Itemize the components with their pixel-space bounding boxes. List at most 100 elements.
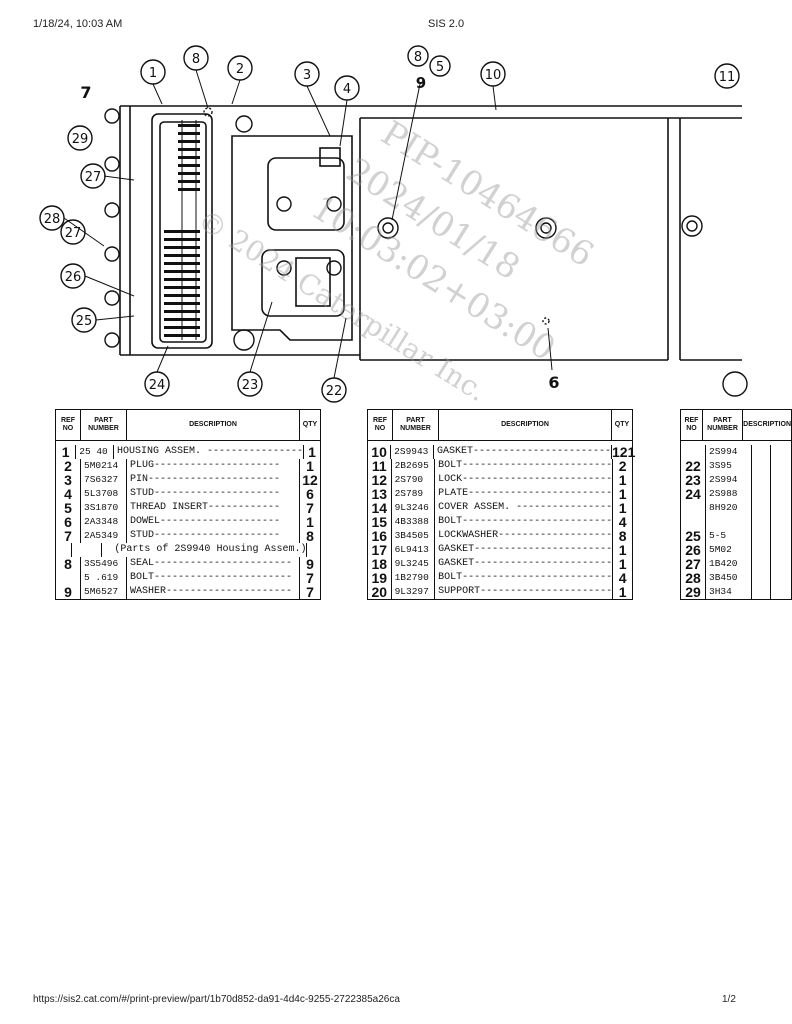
ref-cell: 28	[681, 571, 706, 585]
qty-cell: 12	[302, 472, 318, 488]
col-part-header: PART NUMBER	[393, 410, 439, 440]
ref-cell: 6	[56, 515, 81, 529]
callout-label: 7	[80, 83, 91, 102]
parts-diagram: PIP-10464666 2024/01/18 10:03:02+03:00 ©…	[39, 45, 748, 408]
col-desc-header: DESCRIPTION	[127, 410, 300, 440]
print-url: https://sis2.cat.com/#/print-preview/par…	[33, 994, 400, 1005]
description-cell: SEAL-----------------------	[127, 557, 300, 571]
ref-cell: 18	[368, 557, 392, 571]
description-cell: SUPPORT----------------------	[435, 585, 614, 599]
description-cell: LOCK-------------------------	[435, 473, 614, 487]
col-desc-header: DESCRIPTION	[743, 421, 791, 428]
ref-cell: 13	[368, 487, 392, 501]
qty-cell: 4	[618, 570, 627, 586]
col-ref-header: REF NO	[681, 410, 703, 440]
page-header-title: SIS 2.0	[428, 18, 465, 30]
part-number-cell: 3H34	[706, 585, 752, 599]
callout-label: 22	[326, 384, 343, 399]
ref-cell: 10	[368, 445, 392, 459]
qty-cell: 1	[618, 584, 627, 600]
part-number-cell: 2A5349	[81, 529, 127, 543]
table-row: 8H920	[681, 501, 791, 515]
page-number: 1/2	[722, 994, 736, 1005]
qty-cell	[771, 571, 791, 585]
callout-label: 28	[44, 212, 61, 227]
callout-label: 4	[343, 82, 351, 97]
qty-cell: 7	[306, 584, 314, 600]
qty-cell	[771, 487, 791, 501]
ref-cell: 16	[368, 529, 392, 543]
qty-cell	[771, 473, 791, 487]
description-cell: WASHER---------------------	[127, 585, 300, 599]
ref-cell: 9	[56, 585, 81, 599]
qty-cell: 1	[618, 486, 627, 502]
description-cell	[752, 445, 771, 459]
description-cell	[752, 473, 771, 487]
ref-cell: 7	[56, 529, 81, 543]
description-cell: GASKET-----------------------	[435, 557, 614, 571]
description-cell	[752, 501, 771, 515]
qty-cell	[771, 459, 791, 473]
col-part-header: PART NUMBER	[81, 410, 127, 440]
callout-label: 27	[65, 226, 82, 241]
qty-cell: 7	[306, 570, 314, 586]
table-row	[681, 515, 791, 529]
qty-cell	[307, 543, 320, 557]
qty-cell	[771, 543, 791, 557]
qty-cell: 1	[618, 542, 627, 558]
ref-cell: 19	[368, 571, 392, 585]
description-cell: STUD---------------------	[127, 487, 300, 501]
description-cell: LOCKWASHER-------------------	[435, 529, 614, 543]
callout-label: 1	[149, 66, 157, 81]
description-cell: BOLT-------------------------	[435, 459, 614, 473]
qty-cell: 1	[618, 472, 627, 488]
part-number-cell: 7S6327	[81, 473, 127, 487]
description-cell	[752, 529, 771, 543]
col-qty-header: QTY	[302, 421, 318, 428]
description-cell	[752, 557, 771, 571]
qty-cell	[771, 557, 791, 571]
part-number-cell: 9L3246	[392, 501, 436, 515]
col-desc-header: DESCRIPTION	[439, 410, 612, 440]
callout-label: 26	[65, 270, 82, 285]
ref-cell: 1	[56, 445, 77, 459]
part-number-cell: 8H920	[706, 501, 752, 515]
ref-cell: 26	[681, 543, 706, 557]
callout-label: 25	[76, 314, 93, 329]
qty-cell: 1	[306, 458, 314, 474]
qty-cell: 1	[618, 556, 627, 572]
part-number-cell: 9L3245	[392, 557, 436, 571]
ref-cell: 27	[681, 557, 706, 571]
qty-cell	[771, 501, 791, 515]
callout-label: 5	[436, 60, 444, 75]
qty-cell: 6	[306, 486, 314, 502]
callout-label: 3	[303, 68, 311, 83]
description-cell: PLUG---------------------	[127, 459, 300, 473]
part-number-cell: 5 .619	[81, 571, 127, 585]
description-cell: (Parts of 2S9940 Housing Assem.)	[102, 543, 308, 557]
description-cell	[752, 459, 771, 473]
qty-cell: 1	[618, 500, 627, 516]
callout-label: 6	[548, 373, 559, 392]
description-cell: THREAD INSERT------------	[127, 501, 300, 515]
part-number-cell: 2A3348	[81, 515, 127, 529]
ref-cell	[56, 571, 81, 585]
callout-label: 8	[192, 52, 200, 67]
ref-cell: 15	[368, 515, 392, 529]
ref-cell: 11	[368, 459, 392, 473]
